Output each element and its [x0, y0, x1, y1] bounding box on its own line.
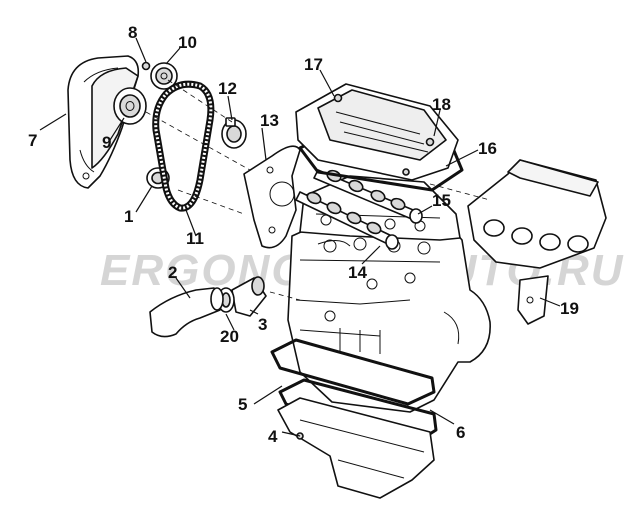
- callout-15: 15: [432, 191, 451, 210]
- callout-13: 13: [260, 111, 279, 130]
- callout-18: 18: [432, 95, 451, 114]
- part-rear-plate-13: [243, 145, 301, 249]
- callout-6: 6: [456, 423, 465, 442]
- callout-12: 12: [218, 79, 237, 98]
- part-gasket-6: [278, 378, 438, 446]
- part-valve-cover: [295, 83, 459, 181]
- callout-9: 9: [102, 133, 111, 152]
- callout-7: 7: [28, 131, 37, 150]
- part-hose-2: [149, 287, 224, 338]
- callout-10: 10: [178, 33, 197, 52]
- part-thermostat-housing-3: [231, 276, 267, 317]
- part-idler-bearing-12: [221, 117, 247, 149]
- callout-8: 8: [128, 23, 137, 42]
- alignment-lines: [145, 79, 491, 301]
- callout-3: 3: [258, 315, 267, 334]
- callout-11: 11: [186, 229, 204, 248]
- callout-5: 5: [238, 395, 247, 414]
- part-timing-belt-11: [152, 80, 215, 212]
- part-timing-cover: [67, 55, 140, 189]
- callout-14: 14: [348, 263, 367, 282]
- part-washer-8: [141, 61, 151, 71]
- callout-17: 17: [304, 55, 323, 74]
- callout-4: 4: [268, 427, 278, 446]
- part-intake-manifold: [467, 159, 607, 325]
- part-oil-pan-4: [277, 397, 435, 499]
- callout-20: 20: [220, 327, 239, 346]
- part-engine-block: [287, 209, 491, 413]
- callout-1: 1: [124, 207, 133, 226]
- leader-lines: [39, 37, 561, 437]
- callout-16: 16: [478, 139, 497, 158]
- callout-labels: 1 2 3 4 5 6 7 8 9 10 11 12 13 14 15 16 1…: [28, 23, 579, 446]
- callout-19: 19: [560, 299, 579, 318]
- part-gasket-5: [270, 338, 436, 406]
- part-camshaft-14: [295, 191, 399, 250]
- callout-2: 2: [168, 263, 177, 282]
- part-camshaft-sprocket-9: [113, 87, 147, 125]
- part-idler-pulley-10: [150, 62, 178, 90]
